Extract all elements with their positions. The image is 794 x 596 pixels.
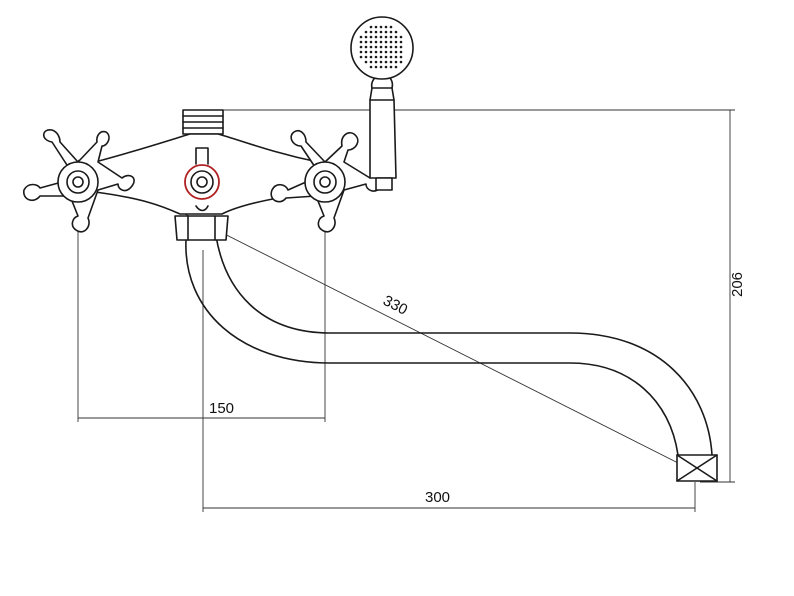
shower-head-nozzles	[359, 25, 403, 69]
nozzle-dot	[379, 60, 383, 64]
nozzle-dot	[389, 25, 393, 29]
nozzle-dot	[359, 40, 363, 44]
nozzle-dot	[369, 65, 373, 69]
nozzle-dot	[369, 25, 373, 29]
nozzle-dot	[399, 50, 403, 54]
nozzle-dot	[384, 60, 388, 64]
diverter-ring	[184, 164, 220, 200]
spout	[185, 235, 718, 482]
nozzle-dot	[384, 50, 388, 54]
nozzle-dot	[379, 35, 383, 39]
nozzle-dot	[394, 40, 398, 44]
nozzle-dot	[389, 55, 393, 59]
nozzle-dot	[379, 45, 383, 49]
nozzle-dot	[389, 30, 393, 34]
nozzle-dot	[394, 50, 398, 54]
nozzle-dot	[359, 45, 363, 49]
nozzle-dot	[394, 30, 398, 34]
right-cross-handle	[270, 129, 383, 233]
nozzle-dot	[384, 30, 388, 34]
nozzle-dot	[384, 40, 388, 44]
nozzle-dot	[389, 45, 393, 49]
nozzle-dot	[394, 60, 398, 64]
nozzle-dot	[389, 35, 393, 39]
nozzle-dot	[364, 55, 368, 59]
nozzle-dot	[364, 30, 368, 34]
nozzle-dot	[369, 60, 373, 64]
nozzle-dot	[399, 45, 403, 49]
nozzle-dot	[384, 55, 388, 59]
nozzle-dot	[369, 45, 373, 49]
nozzle-dot	[364, 50, 368, 54]
nozzle-dot	[374, 25, 378, 29]
nozzle-dot	[364, 35, 368, 39]
nozzle-dot	[394, 35, 398, 39]
nozzle-dot	[379, 30, 383, 34]
nozzle-dot	[359, 35, 363, 39]
nozzle-dot	[399, 40, 403, 44]
nozzle-dot	[374, 50, 378, 54]
nozzle-dot	[399, 35, 403, 39]
nozzle-dot	[374, 65, 378, 69]
nozzle-dot	[379, 40, 383, 44]
dimension-label-206: 206	[729, 272, 746, 297]
nozzle-dot	[379, 55, 383, 59]
dimension-label-300: 300	[425, 489, 450, 506]
nozzle-dot	[369, 35, 373, 39]
nozzle-dot	[369, 40, 373, 44]
nozzle-dot	[374, 55, 378, 59]
nozzle-dot	[359, 50, 363, 54]
mixer-body	[94, 109, 319, 241]
nozzle-dot	[389, 60, 393, 64]
nozzle-dot	[389, 65, 393, 69]
nozzle-dot	[389, 50, 393, 54]
nozzle-dot	[369, 50, 373, 54]
nozzle-dot	[394, 45, 398, 49]
nozzle-dot	[364, 45, 368, 49]
nozzle-dot	[399, 55, 403, 59]
nozzle-dot	[384, 25, 388, 29]
hand-shower	[350, 16, 414, 191]
nozzle-dot	[379, 50, 383, 54]
nozzle-dot	[369, 30, 373, 34]
nozzle-dot	[359, 55, 363, 59]
nozzle-dot	[384, 45, 388, 49]
nozzle-dot	[394, 65, 398, 69]
nozzle-dot	[374, 60, 378, 64]
nozzle-dot	[374, 45, 378, 49]
nozzle-dot	[374, 40, 378, 44]
nozzle-dot	[389, 40, 393, 44]
nozzle-dot	[379, 65, 383, 69]
nozzle-dot	[364, 60, 368, 64]
nozzle-dot	[364, 40, 368, 44]
nozzle-dot	[374, 30, 378, 34]
nozzle-dot	[369, 55, 373, 59]
nozzle-dot	[394, 55, 398, 59]
left-cross-handle	[23, 129, 135, 233]
dimension-label-150: 150	[209, 400, 234, 417]
nozzle-dot	[379, 25, 383, 29]
nozzle-dot	[384, 65, 388, 69]
nozzle-dot	[384, 35, 388, 39]
nozzle-dot	[399, 60, 403, 64]
nozzle-dot	[374, 35, 378, 39]
